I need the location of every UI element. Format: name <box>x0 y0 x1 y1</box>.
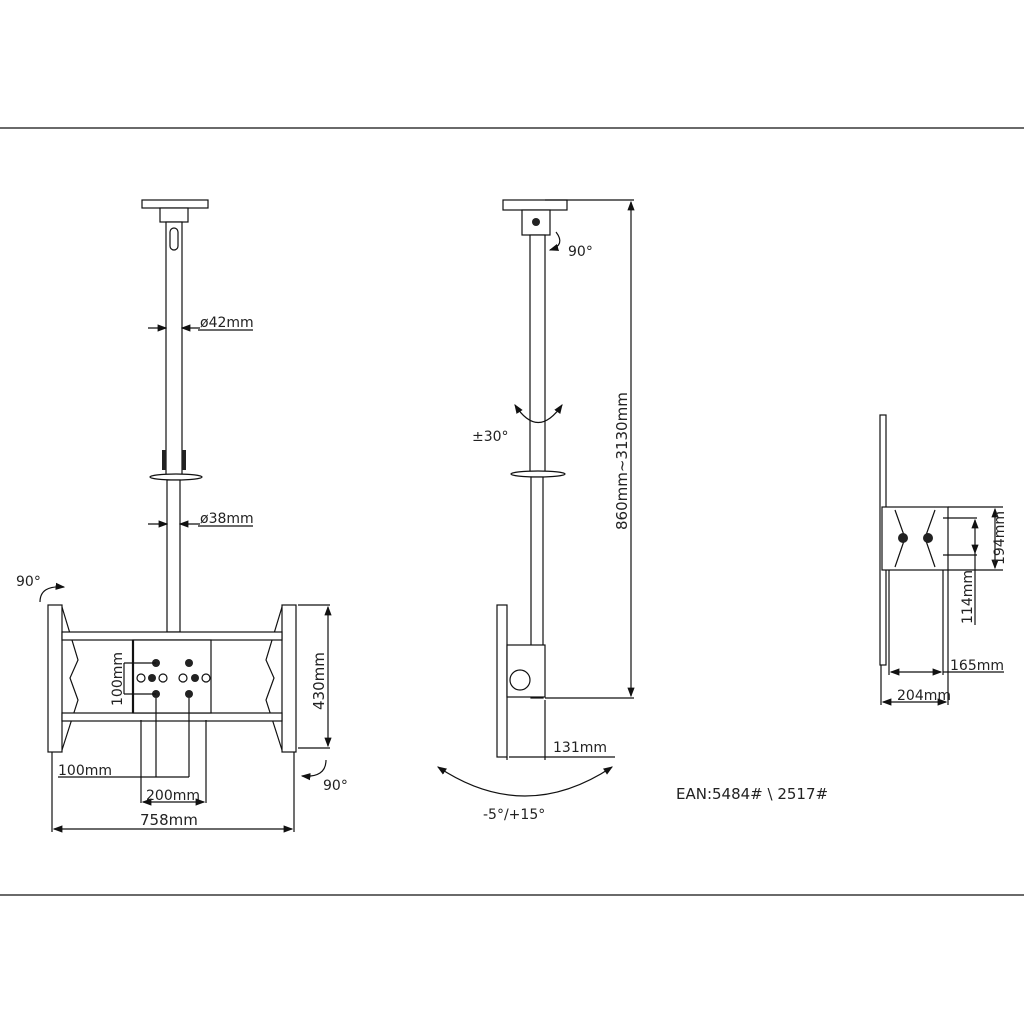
bracket-width-label: 758mm <box>140 811 198 829</box>
front-upper-diameter-label: ø42mm <box>200 315 254 331</box>
bracket-height-label: 430mm <box>310 652 328 710</box>
plate-height-label: 194mm <box>992 511 1008 565</box>
wall-distance-label: 131mm <box>553 740 607 756</box>
vesa-horizontal-large-label: 200mm <box>146 788 200 804</box>
front-rotate-left-label: 90° <box>16 574 41 590</box>
swivel-label: ±30° <box>472 429 509 445</box>
tilt-label: -5°/+15° <box>483 807 545 823</box>
vesa-horizontal-small-label: 100mm <box>58 763 112 779</box>
height-range-label: 860mm~3130mm <box>613 392 631 530</box>
inner-width-label: 165mm <box>950 658 1004 674</box>
hole-spacing-label: 114mm <box>960 570 976 624</box>
side-view <box>437 199 635 797</box>
detail-view <box>879 414 1004 706</box>
front-view <box>39 199 332 833</box>
vesa-vertical-label: 100mm <box>110 652 126 706</box>
outer-width-label: 204mm <box>897 688 951 704</box>
head-rotation-label: 90° <box>568 244 593 260</box>
front-rotate-right-label: 90° <box>323 778 348 794</box>
front-lower-diameter-label: ø38mm <box>200 511 254 527</box>
product-code: EAN:5484# \ 2517# <box>676 785 828 803</box>
